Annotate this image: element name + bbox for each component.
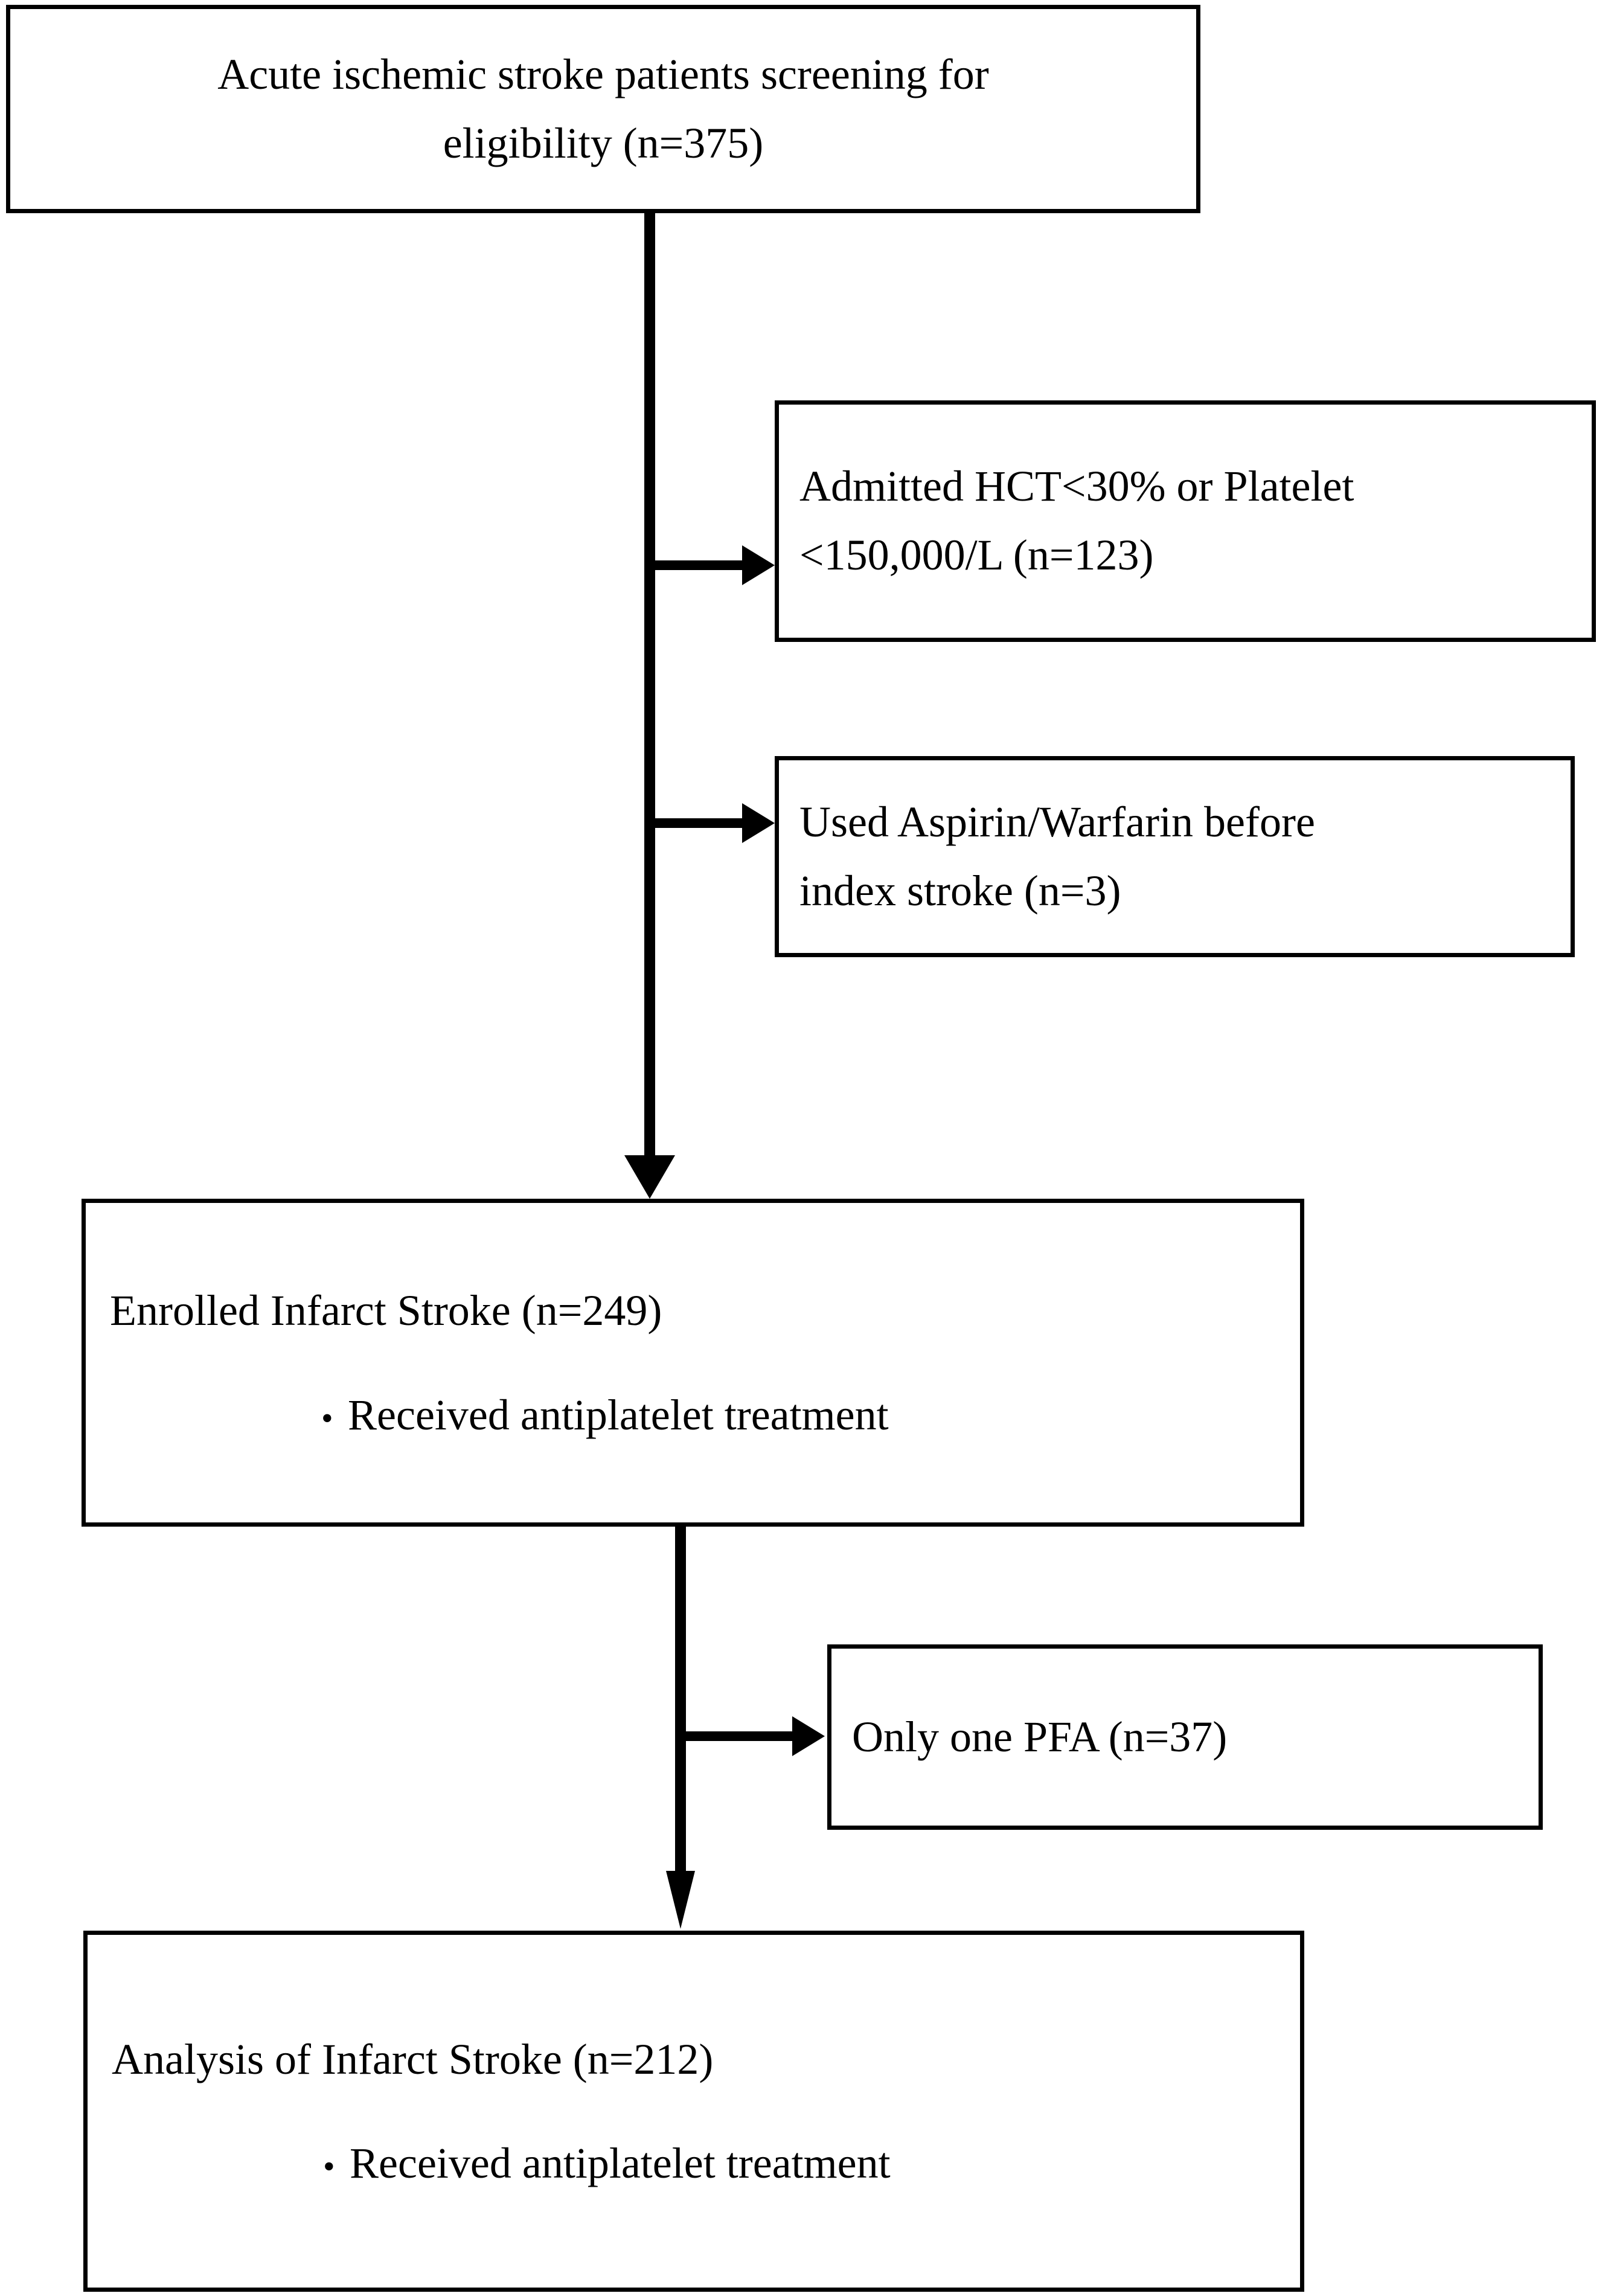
node-analysis-heading: Analysis of Infarct Stroke (n=212)	[112, 2035, 714, 2083]
node-analysis-bullet-text: Received antiplatelet treatment	[350, 2139, 891, 2187]
node-excluded-pfa-line-1: Only one PFA (n=37)	[852, 1712, 1228, 1761]
node-screening-line-1: Acute ischemic stroke patients screening…	[217, 50, 989, 98]
bullet-icon: •	[321, 1399, 333, 1437]
edge-enrolled-to-pfa-arrowhead	[792, 1716, 825, 1756]
edge-screening-to-prior-drug-stem	[655, 818, 746, 828]
node-excluded-hct-platelet: Admitted HCT<30% or Platelet <150,000/L …	[775, 400, 1596, 642]
node-excluded-single-pfa: Only one PFA (n=37)	[827, 1644, 1543, 1830]
edge-enrolled-to-pfa-stem	[686, 1731, 796, 1741]
node-enrolled: Enrolled Infarct Stroke (n=249) • Receiv…	[82, 1199, 1304, 1527]
edge-screening-to-hct-stem	[655, 560, 746, 570]
bullet-icon: •	[323, 2148, 335, 2185]
node-enrolled-bullet-item: • Received antiplatelet treatment	[110, 1389, 1276, 1441]
node-screening-line-2: eligibility (n=375)	[443, 118, 764, 167]
edge-screening-to-hct-arrowhead	[742, 545, 775, 585]
node-analysis: Analysis of Infarct Stroke (n=212) • Rec…	[83, 1931, 1304, 2292]
node-enrolled-bullet-text: Received antiplatelet treatment	[348, 1390, 889, 1439]
node-excluded-prior-antithrombotic: Used Aspirin/Warfarin before index strok…	[775, 756, 1575, 957]
node-analysis-bullet-item: • Received antiplatelet treatment	[112, 2137, 1276, 2189]
node-excluded-prior-line-1: Used Aspirin/Warfarin before	[799, 797, 1315, 846]
edge-enrolled-to-analysis-trunk	[675, 1527, 686, 1872]
edge-screening-to-enrolled-trunk	[644, 213, 655, 1156]
edge-screening-to-enrolled-arrowhead	[624, 1155, 675, 1199]
node-enrolled-heading: Enrolled Infarct Stroke (n=249)	[110, 1286, 662, 1335]
edge-enrolled-to-analysis-arrowhead	[666, 1871, 695, 1929]
node-excluded-hct-line-2: <150,000/L (n=123)	[799, 531, 1154, 579]
node-screening: Acute ischemic stroke patients screening…	[6, 5, 1200, 213]
node-excluded-hct-line-1: Admitted HCT<30% or Platelet	[799, 462, 1354, 511]
node-excluded-prior-line-2: index stroke (n=3)	[799, 866, 1121, 915]
edge-screening-to-prior-drug-arrowhead	[742, 803, 775, 843]
